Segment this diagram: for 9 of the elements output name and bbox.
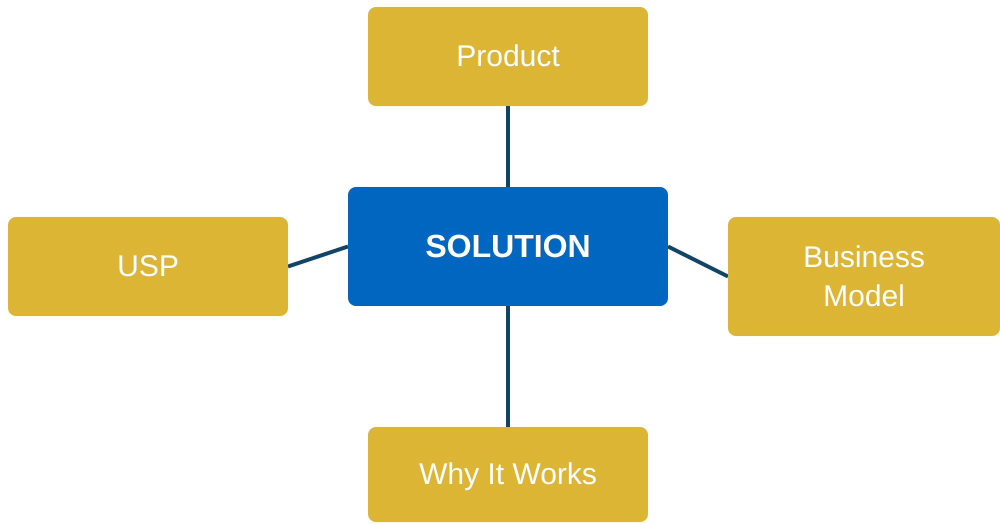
- topic-box: Business Model: [728, 217, 1000, 336]
- topic-box: Product: [368, 7, 648, 106]
- connector-line: [287, 244, 349, 268]
- connector-line: [506, 306, 510, 427]
- topic-box: USP: [8, 217, 288, 316]
- connector-line: [506, 106, 510, 187]
- connector-line: [667, 244, 729, 278]
- central-topic-box: SOLUTION: [348, 187, 668, 306]
- topic-box: Why It Works: [368, 427, 648, 522]
